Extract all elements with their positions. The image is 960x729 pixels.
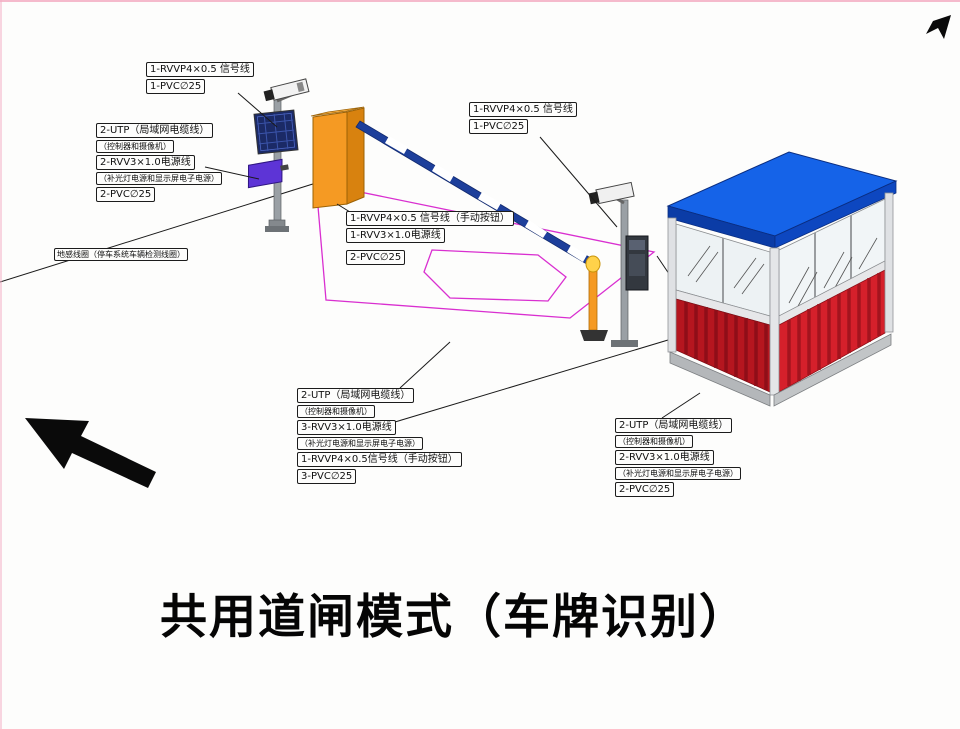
cable-label: 2-UTP（局域网电缆线） (96, 123, 214, 138)
label-barrier-cables: 1-RVVP4×0.5 信号线（手动按钮） 1-RVV3×1.0电源线 2-PV… (346, 211, 514, 265)
barrier-cabinet-side (346, 107, 365, 205)
booth-post-right (884, 192, 894, 333)
arm-rest-post (588, 267, 598, 331)
cable-label: 2-RVV3×1.0电源线 (96, 155, 195, 170)
corrugation-right (787, 273, 881, 386)
window-mullions (814, 215, 852, 297)
entry-camera-pole (247, 78, 310, 232)
cable-label: （控制器和摄像机） (297, 405, 375, 418)
controller-box-icon (625, 235, 649, 291)
label-booth-cables: 2-UTP（局域网电缆线） （控制器和摄像机） 2-RVV3×1.0电源线 （补… (615, 418, 741, 497)
cable-label: 2-UTP（局域网电缆线） (615, 418, 733, 433)
cable-label: （控制器和摄像机） (96, 140, 174, 153)
corner-arrow-icon (926, 15, 951, 39)
pole-base (268, 219, 286, 228)
direction-arrow (25, 418, 156, 488)
label-entry-pole-cables: 2-UTP（局域网电缆线） （控制器和摄像机） 2-RVV3×1.0电源线 （补… (96, 123, 222, 202)
glass-reflection-lines (687, 245, 765, 295)
cable-label: 1-RVVP4×0.5 信号线 (146, 62, 254, 77)
label-entry-camera-cables: 1-RVVP4×0.5 信号线 1-PVC∅25 (146, 62, 254, 94)
led-display-icon (253, 109, 299, 155)
cable-label: 1-PVC∅25 (146, 79, 206, 94)
edge-artifact (0, 0, 960, 2)
cable-label: 2-UTP（局域网电缆线） (297, 388, 415, 403)
lpr-camera-icon (588, 181, 635, 205)
edge-artifact (0, 0, 2, 729)
label-ground-loop: 地感线圈（停车系统车辆检测线圈） (54, 248, 188, 261)
barrier-gate (310, 106, 608, 341)
booth-roof-eave-right (774, 180, 897, 249)
corrugation-left (684, 302, 768, 390)
road-edge-line (0, 182, 317, 283)
leader-line (661, 392, 701, 419)
cable-label: （控制器和摄像机） (615, 435, 693, 448)
barrier-arm-stripes (385, 136, 587, 262)
cable-label: 2-PVC∅25 (615, 482, 675, 497)
cable-label: 1-RVVP4×0.5 信号线（手动按钮） (346, 211, 514, 226)
cable-label: 地感线圈（停车系统车辆检测线圈） (54, 248, 188, 261)
fill-light-icon (247, 158, 289, 189)
pole-base-plate (611, 340, 638, 347)
leader-line (399, 341, 451, 389)
leader-lines (204, 92, 701, 419)
cable-label: 3-PVC∅25 (297, 469, 357, 484)
cable-label: 2-RVV3×1.0电源线 (615, 450, 714, 465)
leader-line (336, 203, 351, 213)
pole-base-plate (265, 226, 289, 232)
leader-line (237, 92, 278, 128)
lpr-camera-icon (263, 78, 310, 102)
booth-base-right (773, 333, 892, 407)
label-trench-cables: 2-UTP（局域网电缆线） （控制器和摄像机） 3-RVV3×1.0电源线 （补… (297, 388, 462, 484)
barrier-cabinet-top (310, 106, 365, 117)
road-edge-line (354, 333, 689, 435)
booth-base-left (669, 351, 771, 407)
cable-label: 1-PVC∅25 (469, 119, 529, 134)
glass-reflection-lines (788, 237, 878, 309)
cable-label: 2-PVC∅25 (96, 187, 156, 202)
leader-line (204, 166, 260, 180)
booth-post-front (769, 247, 780, 396)
cable-label: （补光灯电源和显示屏电子电源） (96, 172, 222, 185)
arm-rest-light (585, 255, 601, 273)
cable-label: 1-RVVP4×0.5 信号线 (469, 102, 577, 117)
barrier-cabinet-front (312, 111, 348, 209)
cable-label: 1-RVV3×1.0电源线 (346, 228, 445, 243)
cable-label: （补光灯电源和显示屏电子电源） (615, 467, 741, 480)
arm-rest-base (580, 330, 608, 341)
leader-line (539, 136, 618, 228)
cable-label: 3-RVV3×1.0电源线 (297, 420, 396, 435)
page-title: 共用道闸模式（车牌识别） (160, 590, 748, 645)
guard-booth (666, 151, 898, 407)
cable-label: （补光灯电源和显示屏电子电源） (297, 437, 423, 450)
cable-label: 1-RVVP4×0.5信号线（手动按钮） (297, 452, 462, 467)
label-exit-camera-cables: 1-RVVP4×0.5 信号线 1-PVC∅25 (469, 102, 577, 134)
cable-label: 2-PVC∅25 (346, 250, 406, 265)
booth-post-left (667, 217, 677, 353)
lane-camera-pole (588, 181, 649, 347)
vehicle-zone-outline (423, 249, 567, 302)
